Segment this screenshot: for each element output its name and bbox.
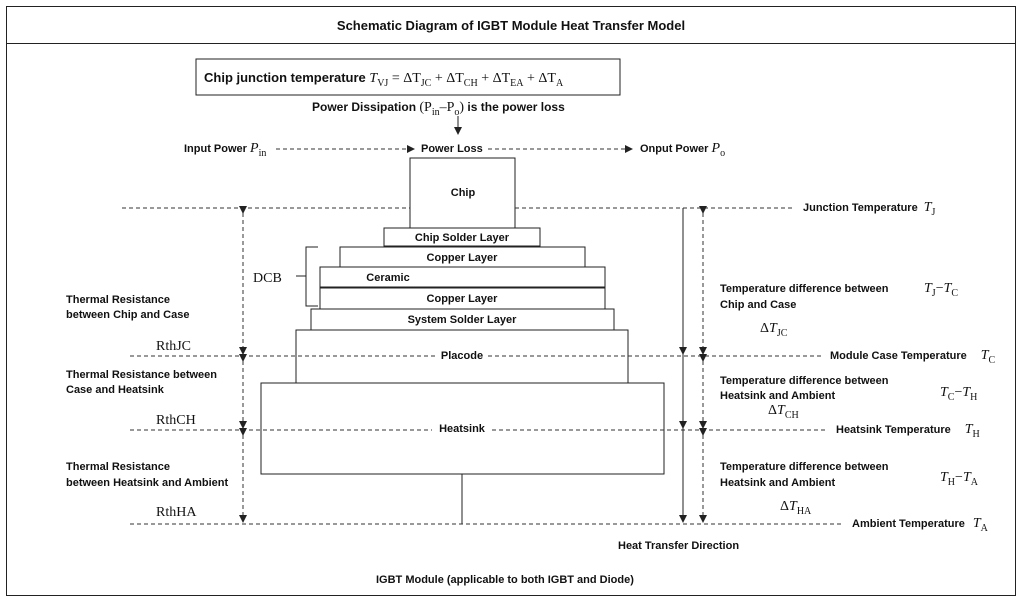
diagram-frame: Schematic Diagram of IGBT Module Heat Tr…	[6, 6, 1016, 596]
rthha-label: RthHA	[156, 505, 197, 520]
rthch-desc-1: Thermal Resistance between	[66, 369, 217, 381]
ceramic-layer	[319, 266, 606, 288]
heatsink-label-bg	[432, 422, 492, 434]
rthjc-label: RthJC	[156, 339, 191, 354]
chip-layer	[409, 157, 516, 229]
formula-box	[195, 58, 621, 96]
heat-transfer-direction-label: Heat Transfer Direction	[618, 540, 739, 552]
rthch-label: RthCH	[156, 413, 196, 428]
placode-label: Placode	[441, 350, 483, 362]
dcb-bracket	[296, 246, 318, 307]
delta-ha-desc-1: Temperature difference between	[720, 461, 889, 473]
delta-jc-desc-2: Chip and Case	[720, 299, 796, 311]
rthjc-desc-1: Thermal Resistance	[66, 294, 170, 306]
copper-bottom-label: Copper Layer	[427, 293, 499, 305]
delta-ha-symbol: ΔTHA	[780, 499, 812, 517]
copper-top-label: Copper Layer	[427, 252, 499, 264]
junction-temperature-formula: Chip junction temperature TVJ = ΔTJC + Δ…	[204, 70, 564, 89]
dcb-label: DCB	[253, 271, 282, 286]
heatsink-label: Heatsink	[439, 423, 486, 435]
chip-solder-label: Chip Solder Layer	[415, 232, 510, 244]
delta-ch-desc-1: Temperature difference between	[720, 375, 889, 387]
chip-solder-layer	[383, 227, 541, 247]
footer-caption: IGBT Module (applicable to both IGBT and…	[376, 574, 634, 586]
diagram-title: Schematic Diagram of IGBT Module Heat Tr…	[7, 7, 1015, 44]
delta-jc-expression: TJ−TC	[924, 281, 958, 299]
delta-ch-desc-2: Heatsink and Ambient	[720, 390, 835, 402]
rthch-desc-2: Case and Heatsink	[66, 384, 165, 396]
ceramic-label: Ceramic	[366, 272, 409, 284]
title-text: Schematic Diagram of IGBT Module Heat Tr…	[336, 17, 686, 33]
placode-label-bg	[438, 350, 488, 362]
delta-ha-desc-2: Heatsink and Ambient	[720, 477, 835, 489]
power-loss-label: Power Loss	[421, 143, 483, 155]
delta-ha-expression: TH−TA	[940, 470, 979, 488]
rthjc-desc-2: between Chip and Case	[66, 309, 189, 321]
input-power-label: Input Power Pin	[184, 141, 266, 159]
system-solder-label: System Solder Layer	[408, 314, 518, 326]
chip-label: Chip	[451, 187, 476, 199]
output-power-label: Onput Power Po	[640, 141, 725, 159]
delta-ch-symbol: ΔTCH	[768, 403, 799, 421]
rthha-desc-2: between Heatsink and Ambient	[66, 477, 229, 489]
delta-jc-symbol: ΔTJC	[760, 321, 788, 339]
power-dissipation-label: Power Dissipation (Pin–Po) is the power …	[312, 100, 565, 118]
delta-jc-desc-1: Temperature difference between	[720, 283, 889, 295]
delta-ch-expression: TC−TH	[940, 385, 977, 403]
rthha-desc-1: Thermal Resistance	[66, 461, 170, 473]
